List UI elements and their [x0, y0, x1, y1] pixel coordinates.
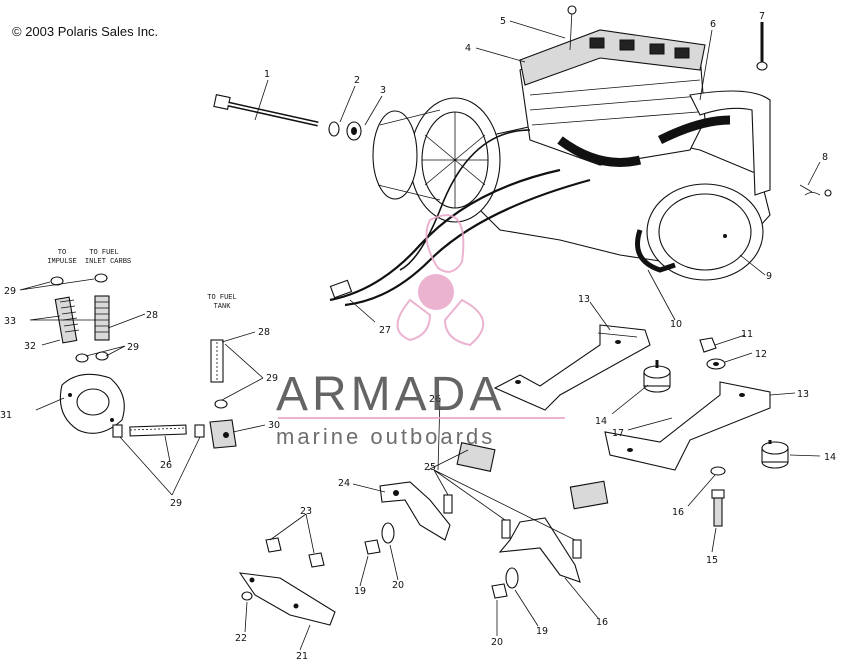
watermark-brand: ARMADA — [276, 368, 505, 421]
callout-24: 24 — [338, 478, 350, 489]
callout-32: 32 — [24, 341, 36, 352]
callout-33: 33 — [4, 316, 16, 327]
callout-31: 31 — [0, 410, 12, 421]
callout-29a: 29 — [4, 286, 16, 297]
callout-29b: 29 — [127, 342, 139, 353]
callout-21: 21 — [296, 651, 308, 660]
fuel-hose-28 — [210, 339, 224, 383]
long-bolt — [213, 94, 319, 127]
callout-23: 23 — [300, 506, 312, 517]
callout-28b: 28 — [258, 327, 270, 338]
callout-2: 2 — [354, 75, 360, 86]
rubber-mount-14b — [761, 440, 789, 469]
note-to-fuel-tank-2: TANK — [214, 303, 232, 311]
callout-15: 15 — [706, 555, 718, 566]
callout-20a: 20 — [392, 580, 404, 591]
nut-11 — [699, 337, 717, 353]
callout-13b: 13 — [797, 389, 809, 400]
recoil-starter — [635, 183, 764, 281]
callout-numbers: 1 2 3 4 5 6 7 8 9 10 11 12 13 13 14 14 1… — [0, 11, 836, 660]
nut-23a — [265, 537, 282, 553]
callout-6: 6 — [710, 19, 716, 30]
washer-22 — [241, 591, 253, 601]
callout-25: 25 — [424, 462, 436, 473]
note-to-fuel-carbs-2: INLET CARBS — [85, 258, 131, 266]
note-to-fuel-tank-1: TO FUEL — [207, 294, 236, 302]
callout-16b: 16 — [596, 617, 608, 628]
callout-20b: 20 — [491, 637, 503, 648]
rubber-mount-14 — [643, 360, 671, 393]
rubber-block-26a — [456, 442, 496, 472]
callout-29d: 29 — [170, 498, 182, 509]
callout-30: 30 — [268, 420, 280, 431]
exhaust-manifold — [689, 90, 771, 196]
callout-26a: 26 — [429, 394, 441, 405]
callout-14b: 14 — [824, 452, 836, 463]
engine-bracket-13-upper — [493, 324, 651, 411]
callout-8: 8 — [822, 152, 828, 163]
plate-21 — [238, 572, 336, 626]
bracket-16 — [498, 517, 581, 583]
cylinder-head — [519, 29, 706, 86]
callout-4: 4 — [465, 43, 471, 54]
callout-7: 7 — [759, 11, 765, 22]
engine-assembly — [213, 5, 832, 307]
fuel-system: TO IMPULSE TO FUEL INLET CARBS TO FUEL T… — [47, 249, 237, 449]
propeller-logo-icon — [396, 214, 485, 347]
callout-14a: 14 — [595, 416, 607, 427]
callout-13a: 13 — [578, 294, 590, 305]
washer-16 — [710, 466, 726, 476]
engine-bracket-13-lower — [604, 381, 771, 471]
callout-22: 22 — [235, 633, 247, 644]
callout-19b: 19 — [536, 626, 548, 637]
nut-19a — [364, 539, 381, 555]
note-to-fuel-carbs-1: TO FUEL — [89, 249, 118, 257]
note-to-impulse-2: IMPULSE — [47, 258, 76, 266]
callout-27: 27 — [379, 325, 391, 336]
callout-28a: 28 — [146, 310, 158, 321]
callout-9: 9 — [766, 271, 772, 282]
mounting-hardware — [238, 324, 789, 626]
callout-19a: 19 — [354, 586, 366, 597]
armada-watermark: ARMADA marine outboards — [276, 214, 565, 449]
nut-20b — [491, 583, 508, 599]
fuel-fitting-30 — [209, 419, 237, 449]
leader-lines — [19, 20, 821, 651]
washer-19b — [505, 567, 519, 589]
washer-20a — [381, 522, 395, 544]
callout-16a: 16 — [672, 507, 684, 518]
note-to-impulse-1: TO — [58, 249, 66, 257]
fuel-hose-26 — [129, 424, 187, 437]
copyright-text: © 2003 Polaris Sales Inc. — [12, 24, 158, 39]
callout-3: 3 — [380, 85, 386, 96]
callout-17: 17 — [612, 428, 624, 439]
callout-11: 11 — [741, 329, 753, 340]
bolt-15 — [711, 489, 725, 527]
nut-23b — [308, 552, 325, 568]
callout-12: 12 — [755, 349, 767, 360]
drive-clutch — [372, 97, 501, 223]
callout-26b: 26 — [160, 460, 172, 471]
rubber-block-26b — [569, 480, 609, 510]
callout-10: 10 — [670, 319, 682, 330]
callout-1: 1 — [264, 69, 270, 80]
callout-29c: 29 — [266, 373, 278, 384]
callout-5: 5 — [500, 16, 506, 27]
bracket-24 — [379, 481, 451, 541]
watermark-tagline: marine outboards — [276, 424, 495, 449]
washer-2 — [328, 121, 340, 137]
